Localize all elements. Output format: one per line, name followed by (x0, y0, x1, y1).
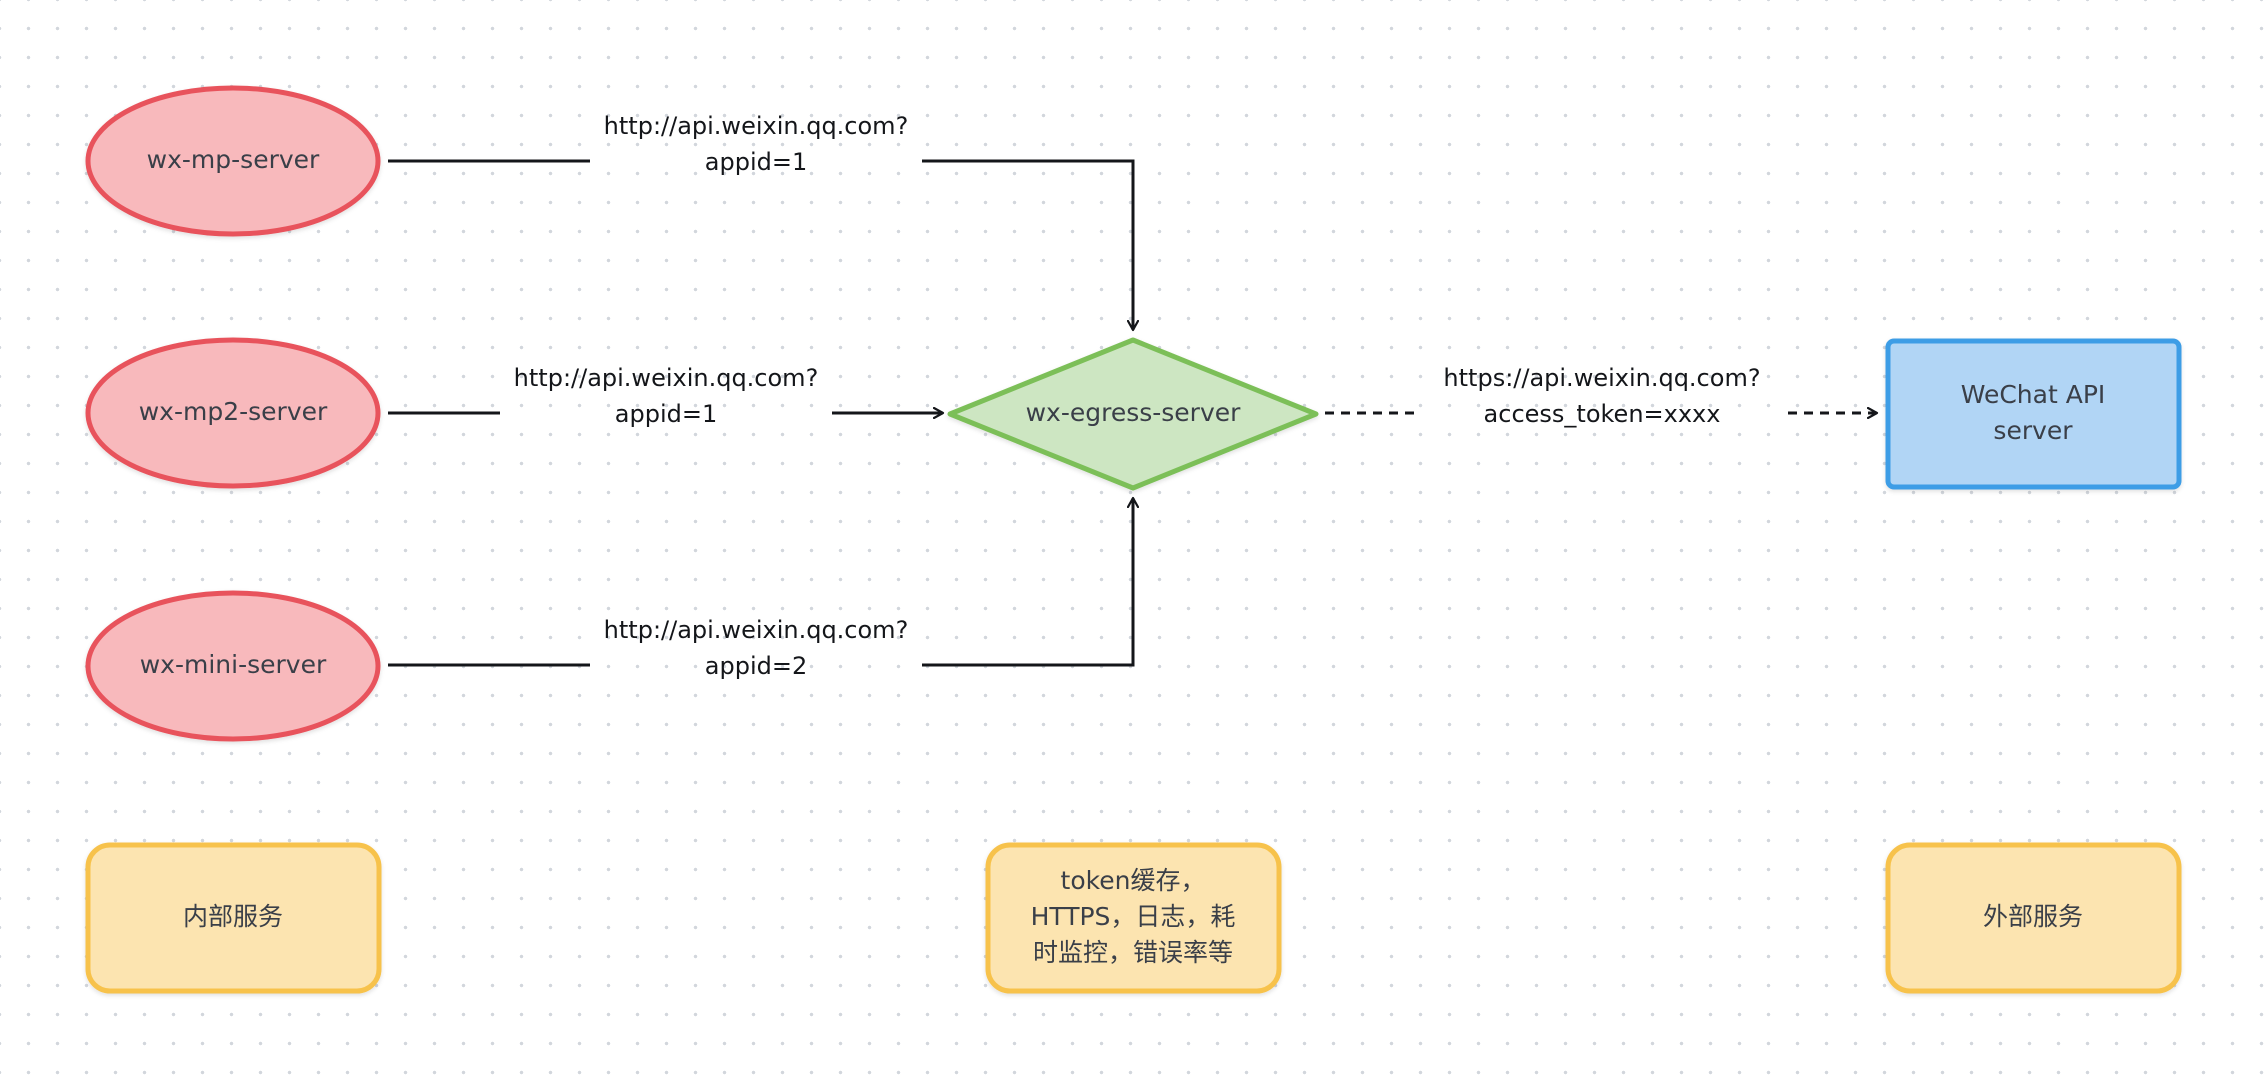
node-wechat-api-server[interactable]: WeChat API server (1885, 338, 2182, 490)
label-line: access_token=xxxx (1484, 400, 1721, 428)
note-internal-services-label: 内部服务 (183, 902, 283, 931)
edge-mp2-to-egress-label: http://api.weixin.qq.com? appid=1 (514, 364, 819, 428)
edge-mp-to-egress[interactable]: http://api.weixin.qq.com? appid=1 (388, 112, 1133, 330)
note-external-services[interactable]: 外部服务 (1885, 842, 2182, 994)
label-line: wx-mp-server (147, 145, 320, 174)
label-line: 内部服务 (183, 902, 283, 931)
label-line: appid=1 (705, 148, 807, 176)
node-wx-mp-server[interactable]: wx-mp-server (85, 85, 381, 237)
node-wx-egress-server-label: wx-egress-server (1026, 398, 1242, 427)
label-line: wx-egress-server (1026, 398, 1242, 427)
node-wx-mini-server[interactable]: wx-mini-server (85, 590, 381, 742)
edge-mp-to-egress-label: http://api.weixin.qq.com? appid=1 (604, 112, 909, 176)
node-wx-mini-server-shape[interactable] (85, 590, 381, 742)
label-line: appid=2 (705, 652, 807, 680)
label-line: server (1993, 416, 2073, 445)
node-wx-mini-server-label: wx-mini-server (140, 650, 327, 679)
node-wx-mp-server-shape[interactable] (85, 85, 381, 237)
label-line: token缓存， (1061, 866, 1206, 895)
node-wx-mp2-server[interactable]: wx-mp2-server (85, 337, 381, 489)
label-line: http://api.weixin.qq.com? (604, 112, 909, 140)
note-external-services-label: 外部服务 (1983, 902, 2083, 931)
edge-egress-to-wechat[interactable]: https://api.weixin.qq.com? access_token=x… (1325, 364, 1877, 428)
label-line: http://api.weixin.qq.com? (604, 616, 909, 644)
edge-mini-to-egress[interactable]: http://api.weixin.qq.com? appid=2 (388, 498, 1133, 680)
label-line: HTTPS，日志，耗 (1031, 902, 1236, 931)
node-wx-egress-server-shape[interactable] (947, 337, 1319, 491)
node-wx-egress-server[interactable]: wx-egress-server (947, 337, 1319, 491)
label-line: https://api.weixin.qq.com? (1443, 364, 1760, 392)
note-internal-services[interactable]: 内部服务 (85, 842, 382, 994)
note-egress-features-label: token缓存， HTTPS，日志，耗时监控，错误率等 (1031, 866, 1236, 967)
label-line: 时监控，错误率等 (1033, 938, 1233, 967)
label-line: wx-mp2-server (139, 397, 328, 426)
label-line: wx-mini-server (140, 650, 327, 679)
note-internal-services-shape[interactable] (85, 842, 382, 994)
node-wx-mp2-server-label: wx-mp2-server (139, 397, 328, 426)
label-line: WeChat API (1961, 380, 2106, 409)
note-egress-features[interactable]: token缓存， HTTPS，日志，耗时监控，错误率等 (985, 842, 1282, 994)
edge-mini-to-egress-label: http://api.weixin.qq.com? appid=2 (604, 616, 909, 680)
edge-egress-to-wechat-label: https://api.weixin.qq.com? access_token=x… (1443, 364, 1760, 428)
node-wechat-api-server-label: WeChat API server (1961, 380, 2106, 445)
note-egress-features-shape[interactable] (985, 842, 1282, 994)
label-line: 外部服务 (1983, 902, 2083, 931)
label-line: http://api.weixin.qq.com? (514, 364, 819, 392)
node-wx-mp2-server-shape[interactable] (85, 337, 381, 489)
edge-mini-to-egress-line[interactable] (388, 498, 1133, 667)
note-external-services-shape[interactable] (1885, 842, 2182, 994)
node-wx-mp-server-label: wx-mp-server (147, 145, 320, 174)
edge-mp2-to-egress[interactable]: http://api.weixin.qq.com? appid=1 (388, 364, 943, 428)
label-line: appid=1 (615, 400, 717, 428)
edge-mp-to-egress-line[interactable] (388, 159, 1133, 330)
node-wechat-api-server-shape[interactable] (1885, 338, 2182, 490)
